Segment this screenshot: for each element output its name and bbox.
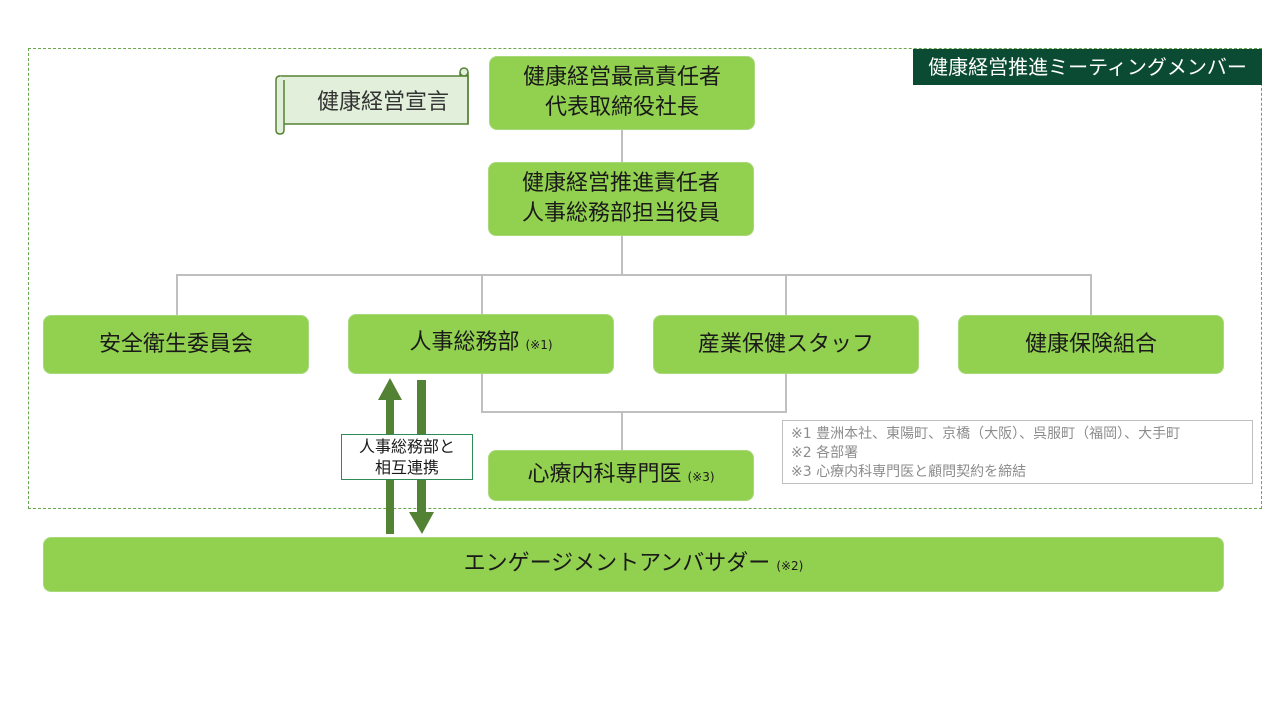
connector-horizontal xyxy=(176,274,1092,276)
branch-label: 人事総務部 xyxy=(409,330,520,355)
branch-note: (※1) xyxy=(525,338,553,352)
liaison-line-1: 人事総務部と xyxy=(358,437,455,456)
connector-lower-horizontal xyxy=(481,411,787,413)
declaration-label: 健康経営宣言 xyxy=(316,90,449,115)
chief-officer-box: 健康経営最高責任者 代表取締役社長 xyxy=(489,56,755,130)
chief-officer-title: 健康経営最高責任者 xyxy=(522,65,721,90)
connector-branch-1 xyxy=(176,274,178,316)
connector-promo xyxy=(621,236,623,274)
connector-top xyxy=(621,128,623,162)
connector-branch-3 xyxy=(785,274,787,316)
branch-label: 産業保健スタッフ xyxy=(697,331,874,357)
branch-health-insurance-union: 健康保険組合 xyxy=(958,315,1224,374)
liaison-line-2: 相互連携 xyxy=(374,458,439,477)
connector-staff-down xyxy=(785,372,787,412)
note-1: ※1 豊洲本社、東陽町、京橋（大阪）、呉服町（福岡）、大手町 xyxy=(791,426,1181,442)
promotion-officer-title: 健康経営推進責任者 xyxy=(521,171,720,196)
specialist-box: 心療内科専門医 (※3) xyxy=(488,450,754,501)
scroll-icon xyxy=(275,67,469,135)
note-3: ※3 心療内科専門医と顧問契約を締結 xyxy=(791,464,1027,480)
branch-occupational-health-staff: 産業保健スタッフ xyxy=(653,315,919,374)
meeting-member-frame xyxy=(28,48,1262,509)
promotion-officer-box: 健康経営推進責任者 人事総務部担当役員 xyxy=(488,162,754,236)
promotion-officer-role: 人事総務部担当役員 xyxy=(521,201,720,226)
branch-hr-general-affairs: 人事総務部 (※1) xyxy=(348,314,614,374)
connector-branch-2 xyxy=(481,274,483,316)
specialist-label: 心療内科専門医 xyxy=(527,461,682,487)
engagement-ambassador-box: エンゲージメントアンバサダー (※2) xyxy=(43,537,1224,592)
liaison-label: 人事総務部と 相互連携 xyxy=(341,434,473,480)
ambassador-note: (※2) xyxy=(776,558,804,573)
ambassador-label: エンゲージメントアンバサダー xyxy=(463,550,771,576)
connector-branch-4 xyxy=(1090,274,1092,316)
branch-safety-committee: 安全衛生委員会 xyxy=(43,315,309,374)
note-2: ※2 各部署 xyxy=(791,445,859,461)
branch-label: 健康保険組合 xyxy=(1024,331,1157,357)
connector-hr-down xyxy=(481,372,483,412)
connector-specialist xyxy=(621,411,623,451)
meeting-member-tag: 健康経営推進ミーティングメンバー xyxy=(913,49,1262,85)
notes-box: ※1 豊洲本社、東陽町、京橋（大阪）、呉服町（福岡）、大手町 ※2 各部署 ※3… xyxy=(782,420,1253,484)
chief-officer-role: 代表取締役社長 xyxy=(544,95,699,120)
branch-label: 安全衛生委員会 xyxy=(98,331,253,357)
specialist-note: (※3) xyxy=(687,469,715,484)
